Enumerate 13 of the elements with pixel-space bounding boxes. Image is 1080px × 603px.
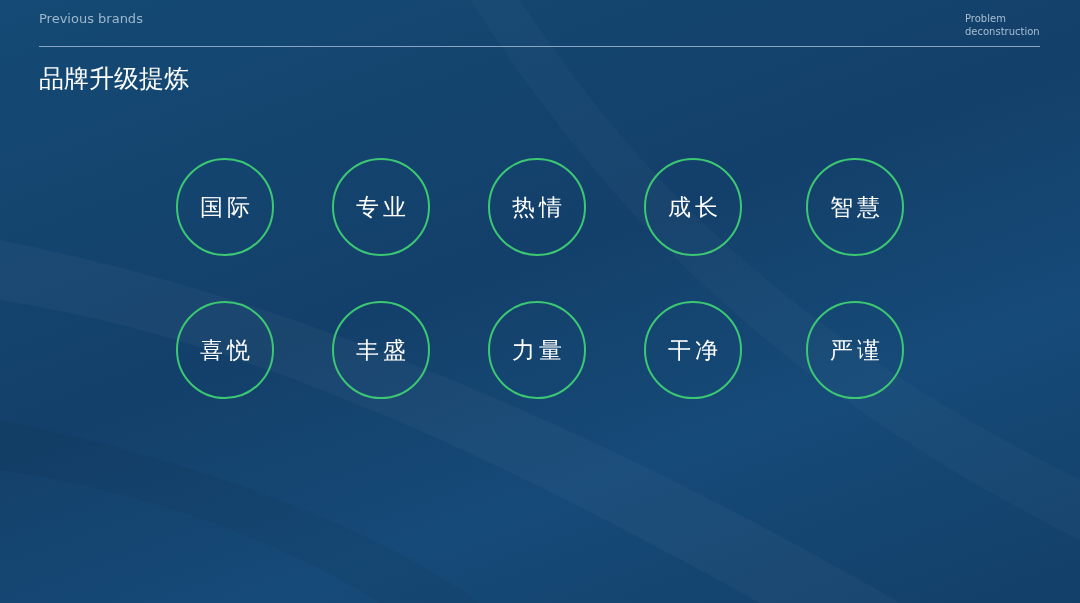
keyword-circle: 干净 [644,301,742,399]
keyword-circle: 严谨 [806,301,904,399]
keyword-circle: 国际 [176,158,274,256]
section-label: Previous brands [39,11,143,26]
keyword-circle: 智慧 [806,158,904,256]
keyword-circle: 专业 [332,158,430,256]
keyword-circle: 喜悦 [176,301,274,399]
keyword-circle: 力量 [488,301,586,399]
keyword-circle: 热情 [488,158,586,256]
keyword-circle: 成长 [644,158,742,256]
header-note: Problem deconstruction [965,12,1041,38]
keyword-circle: 丰盛 [332,301,430,399]
slide-title: 品牌升级提炼 [39,63,189,95]
